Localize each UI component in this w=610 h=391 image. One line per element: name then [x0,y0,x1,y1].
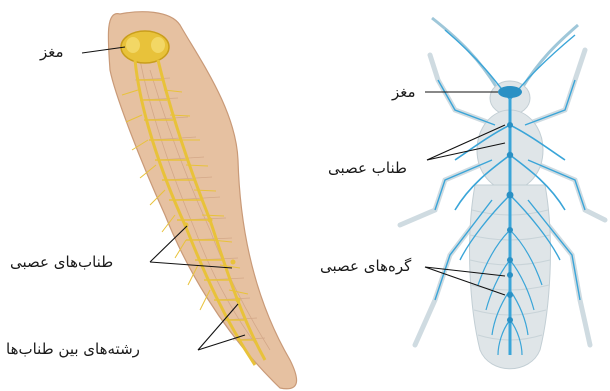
insect-antenna-left [432,18,497,88]
label-planarian-brain: مغز [40,43,64,61]
insect-brain [498,86,522,98]
label-insect-brain: مغز [392,83,416,101]
insect-figure [400,18,605,369]
label-insect-ganglia: گره‌های عصبی [320,257,411,275]
planarian-figure [108,12,296,389]
label-planarian-nerve-cords: طناب‌های عصبی [10,253,113,271]
label-planarian-connecting-fibers: رشته‌های بین طناب‌ها [6,340,140,358]
label-insect-nerve-cord: طناب عصبی [328,159,407,177]
